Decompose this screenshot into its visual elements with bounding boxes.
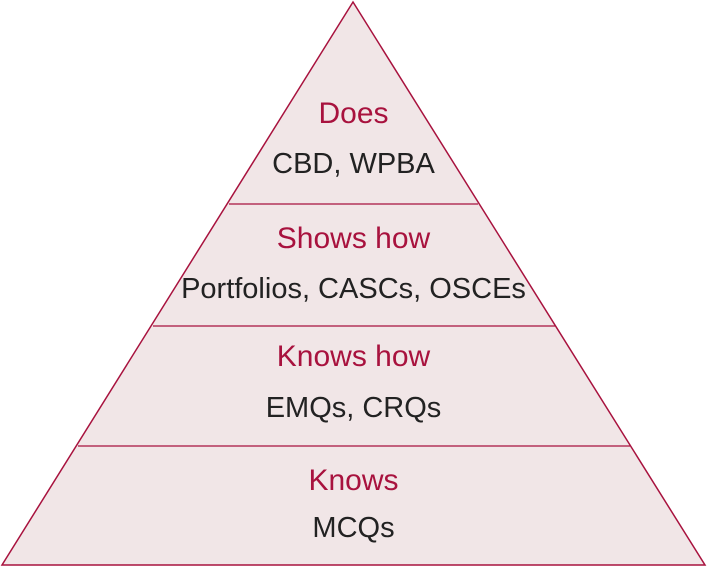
level-title-shows-how: Shows how bbox=[276, 222, 431, 255]
level-methods-knows: MCQs bbox=[312, 512, 395, 544]
level-title-knows-how: Knows how bbox=[276, 340, 431, 373]
level-title-knows: Knows bbox=[308, 464, 399, 497]
level-methods-does: CBD, WPBA bbox=[272, 148, 435, 180]
level-methods-knows-how: EMQs, CRQs bbox=[265, 392, 442, 424]
level-methods-shows-how: Portfolios, CASCs, OSCEs bbox=[181, 273, 526, 305]
level-title-does: Does bbox=[318, 97, 389, 130]
